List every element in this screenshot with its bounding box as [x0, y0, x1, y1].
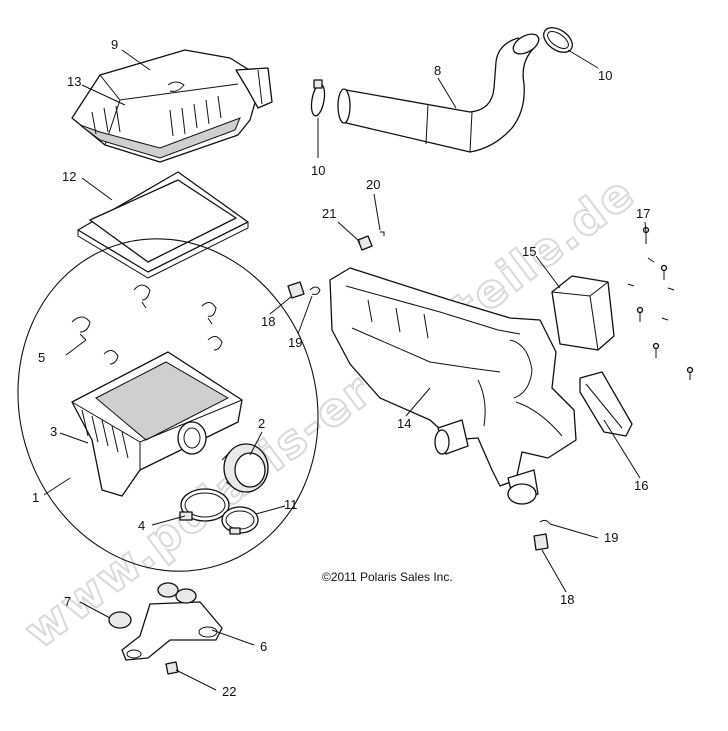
callout-10-left: 10 — [311, 163, 325, 178]
hose-clamp-top — [543, 27, 573, 53]
callout-4: 4 — [138, 518, 145, 533]
callout-10-top: 10 — [598, 68, 612, 83]
bracket-bolt — [165, 661, 179, 675]
air-filter — [77, 171, 249, 279]
assembly-group-outline — [17, 238, 319, 572]
air-intake-duct — [329, 267, 577, 505]
callout-2: 2 — [258, 416, 265, 431]
intake-coupler — [221, 443, 269, 493]
retaining-clips — [71, 284, 223, 365]
callout-18-left: 18 — [261, 314, 275, 329]
callout-19-right: 19 — [604, 530, 618, 545]
hose-clamp-left — [310, 79, 326, 117]
hose-clamp-small — [221, 506, 259, 535]
callout-15: 15 — [522, 244, 536, 259]
airbox-cover — [71, 49, 273, 163]
filter-screen — [579, 371, 633, 437]
callout-18-right: 18 — [560, 592, 574, 607]
callout-11: 11 — [284, 497, 298, 512]
callout-13: 13 — [67, 74, 81, 89]
callout-7: 7 — [64, 594, 71, 609]
callout-1: 1 — [32, 490, 39, 505]
airbox-base — [71, 351, 243, 497]
callout-labels: 9 13 12 5 3 1 2 4 11 8 10 10 20 21 17 15… — [32, 37, 650, 699]
callout-6: 6 — [260, 639, 267, 654]
pre-filter-block — [551, 275, 615, 351]
callout-16: 16 — [634, 478, 648, 493]
callout-9: 9 — [111, 37, 118, 52]
callout-8: 8 — [434, 63, 441, 78]
callout-3: 3 — [50, 424, 57, 439]
grommets — [108, 582, 197, 629]
callout-19-left: 19 — [288, 335, 302, 350]
screws — [627, 226, 694, 380]
leader-lines — [43, 49, 647, 691]
intake-hose — [337, 33, 540, 153]
callout-20: 20 — [366, 177, 380, 192]
callout-12: 12 — [62, 169, 76, 184]
callout-22: 22 — [222, 684, 236, 699]
callout-14: 14 — [397, 416, 411, 431]
callout-17: 17 — [636, 206, 650, 221]
small-hardware — [287, 231, 551, 551]
callout-21: 21 — [322, 206, 336, 221]
mounting-bracket — [121, 601, 223, 661]
copyright-notice: ©2011 Polaris Sales Inc. — [322, 570, 453, 584]
hose-clamp-large — [179, 488, 230, 522]
callout-5: 5 — [38, 350, 45, 365]
